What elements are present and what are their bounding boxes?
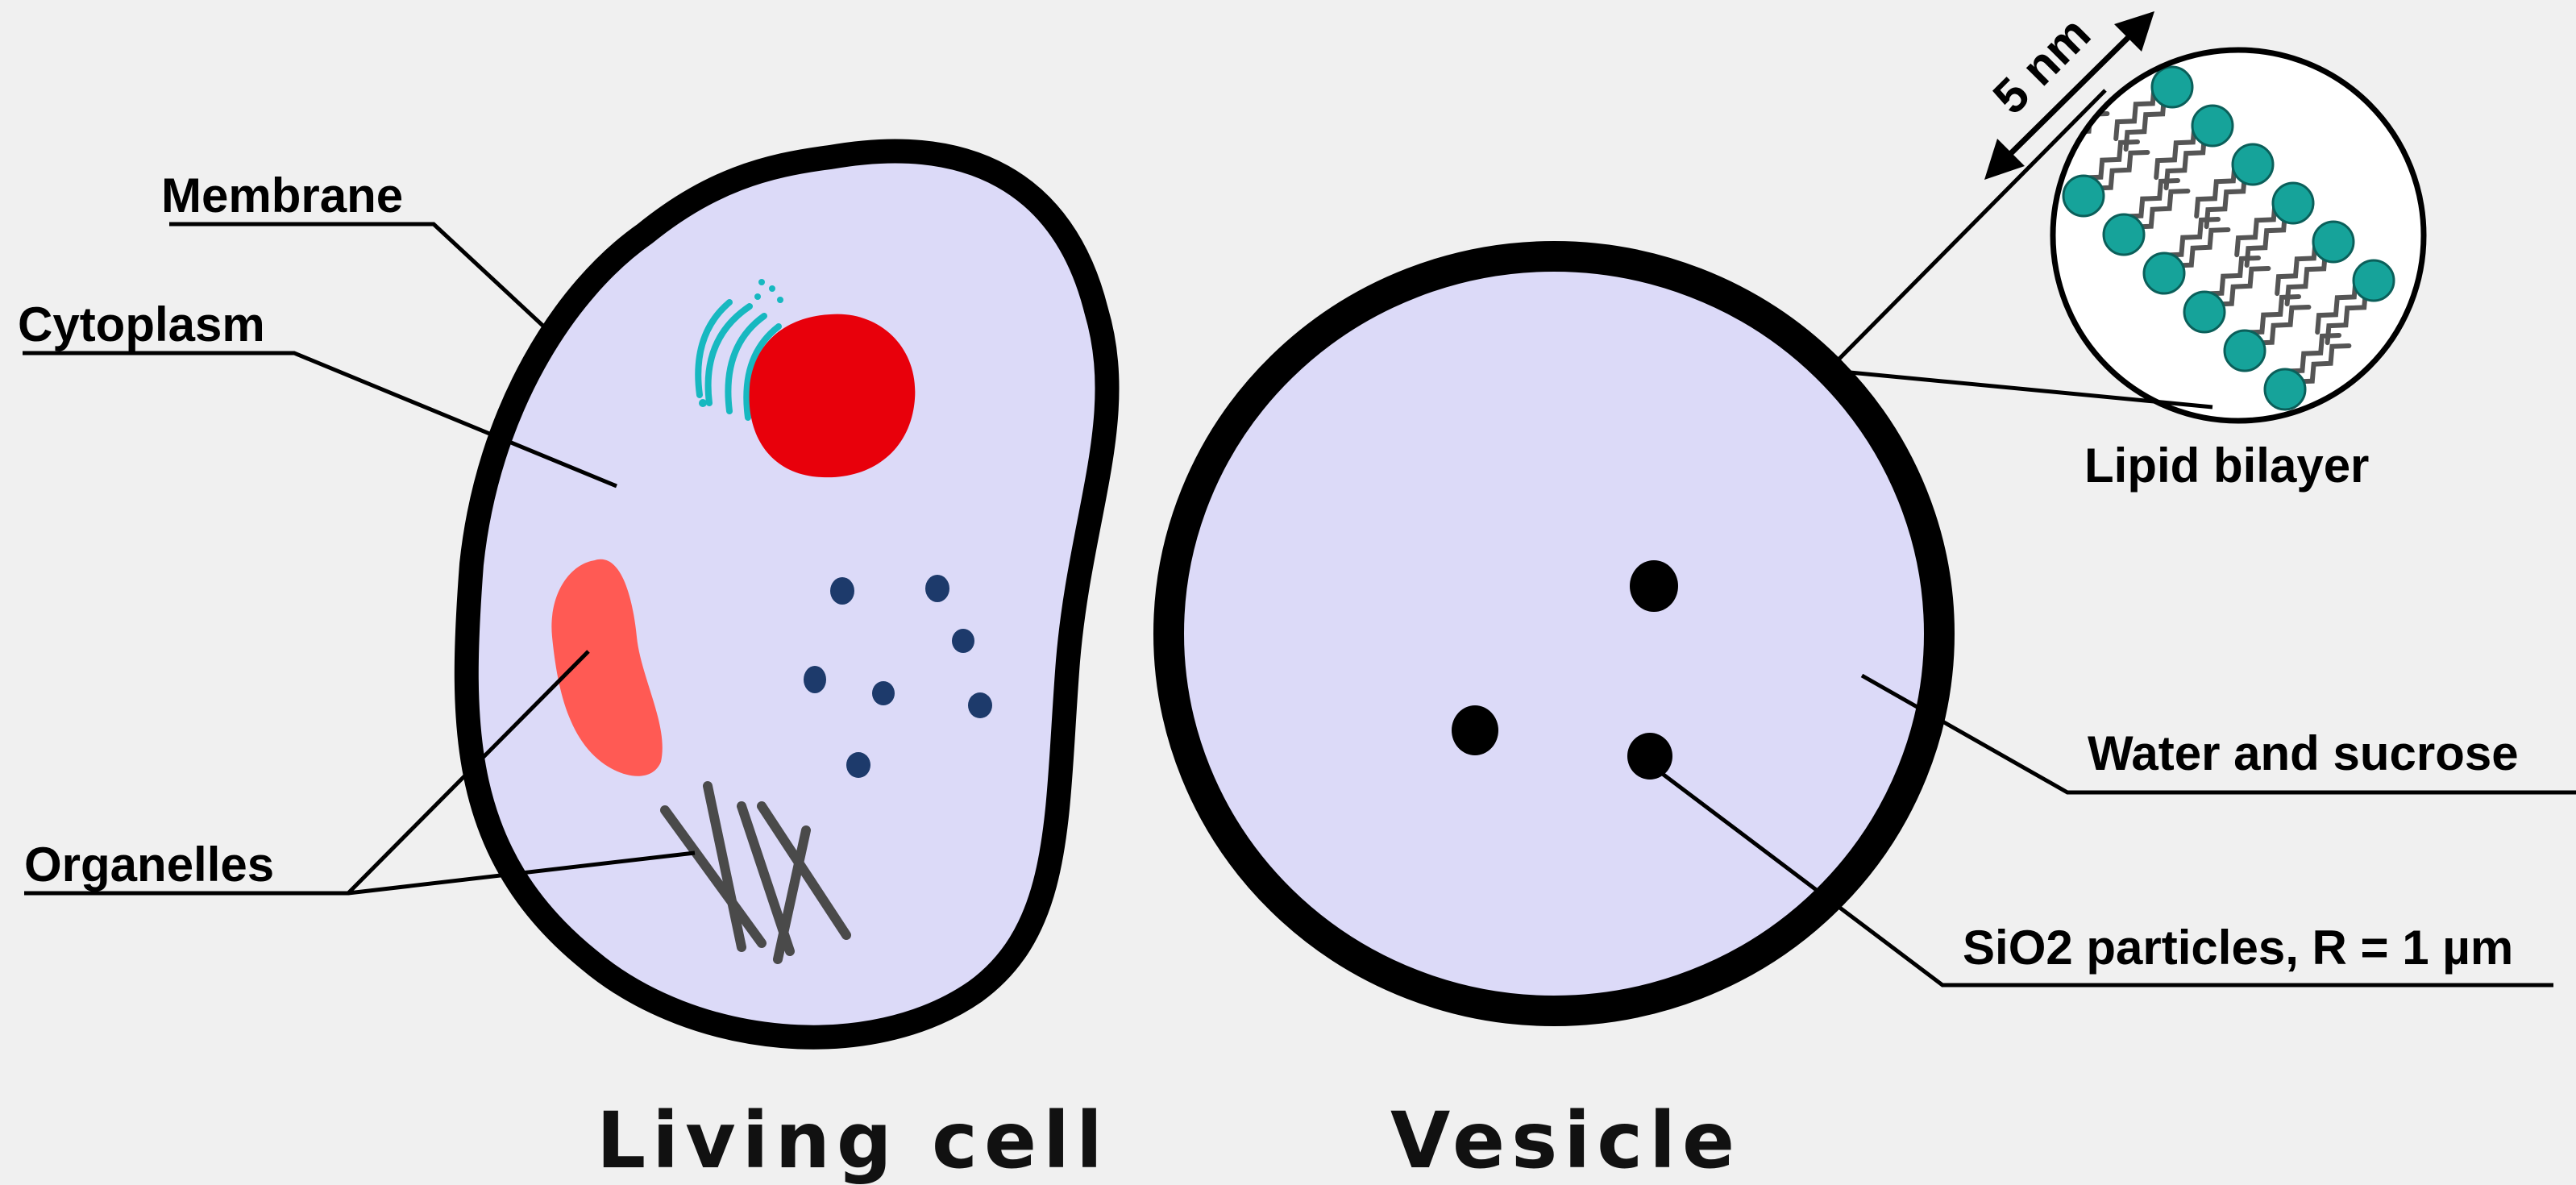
lipid-head bbox=[2265, 369, 2305, 410]
cytoplasm-label: Cytoplasm bbox=[18, 297, 265, 351]
sio2-particles-label: SiO2 particles, R = 1 µm bbox=[1963, 921, 2513, 975]
lipid-head bbox=[2233, 144, 2273, 185]
water-sucrose-label: Water and sucrose bbox=[2088, 726, 2519, 780]
lipid-head bbox=[2313, 222, 2354, 262]
organelles-label: Organelles bbox=[24, 838, 274, 892]
lipid-head bbox=[2184, 292, 2225, 332]
lipid-head bbox=[2023, 137, 2063, 177]
lipid-head bbox=[2225, 331, 2265, 371]
scale-label: 5 nm bbox=[1983, 6, 2100, 124]
lipid-head bbox=[2273, 183, 2313, 223]
lipid-head bbox=[2192, 106, 2233, 146]
living-cell-title: Living cell bbox=[596, 1096, 1109, 1185]
lipid-head bbox=[2104, 214, 2144, 255]
lipid-head bbox=[2354, 260, 2394, 301]
vesicle-title: Vesicle bbox=[1390, 1096, 1741, 1185]
membrane-label: Membrane bbox=[161, 168, 403, 222]
lipid-bilayer-zoom bbox=[2023, 28, 2424, 421]
lipid-head bbox=[2144, 253, 2184, 293]
nucleus bbox=[750, 314, 916, 478]
lipid-head bbox=[2063, 176, 2104, 216]
lipid-head bbox=[2152, 67, 2192, 107]
living-cell bbox=[467, 152, 1107, 1037]
lipid-bilayer-label: Lipid bilayer bbox=[2084, 439, 2369, 493]
